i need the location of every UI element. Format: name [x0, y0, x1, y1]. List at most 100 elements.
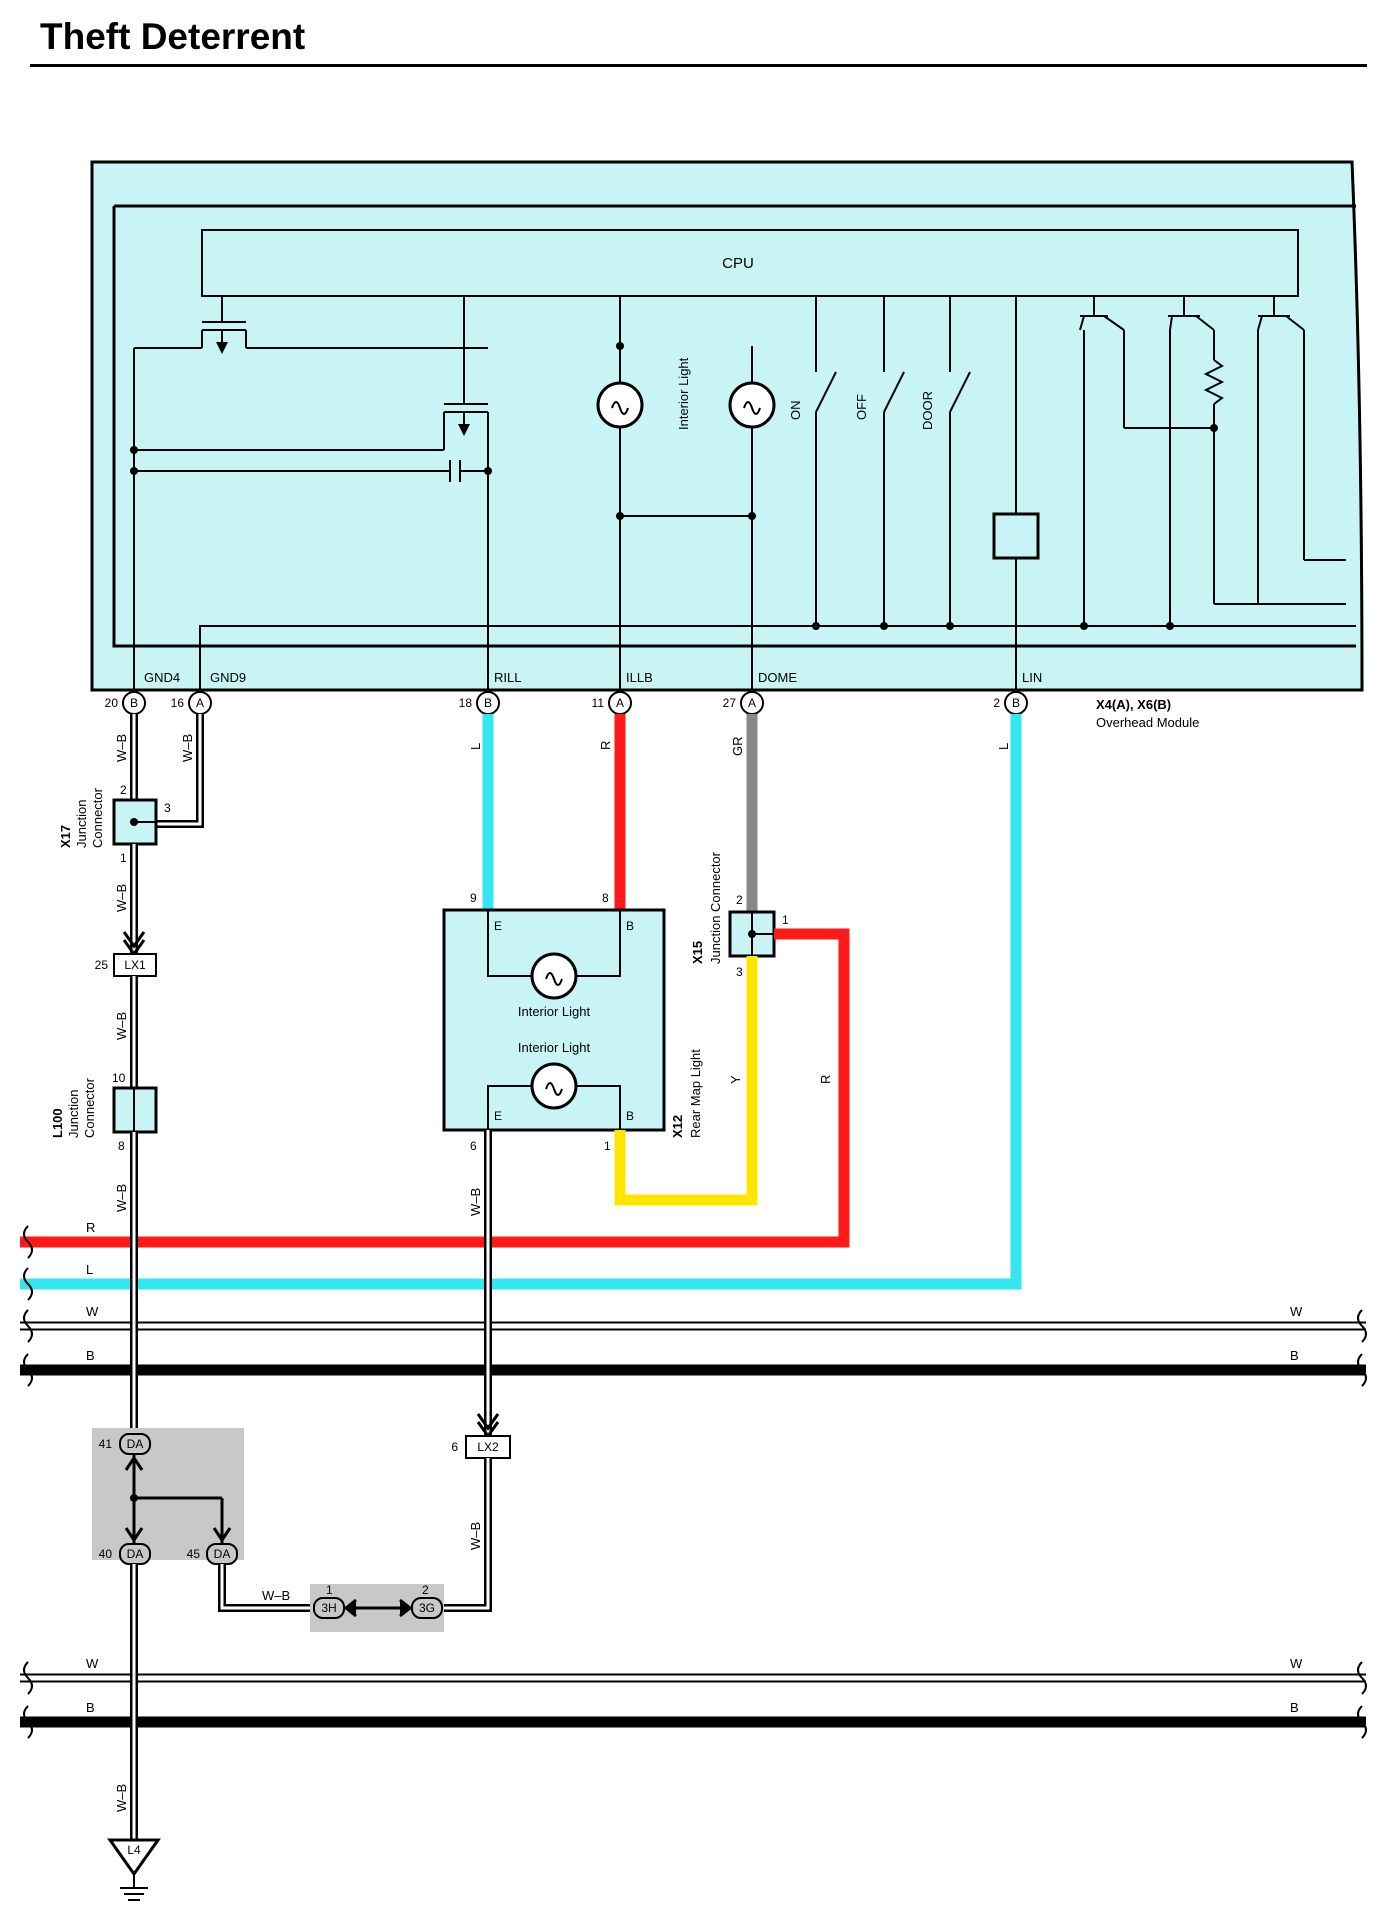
- bus-upper-w-left: W: [86, 1304, 99, 1319]
- wire-label-illb: R: [598, 741, 613, 750]
- wire-label-l100-down: W–B: [114, 1184, 129, 1212]
- wire-label-x15-red: R: [818, 1075, 833, 1084]
- l100-junction-connector: [112, 1086, 158, 1134]
- terminal-illb-name: ILLB: [626, 670, 653, 685]
- bus-lower: [20, 1661, 1367, 1739]
- svg-text:A: A: [616, 696, 624, 710]
- x12-rear-map-light: [442, 908, 666, 1132]
- terminal-gnd4-name: GND4: [144, 670, 180, 685]
- switch-off: [883, 296, 905, 626]
- wire-label-x12-e: W–B: [468, 1188, 483, 1216]
- splice-3h: 3H: [313, 1597, 345, 1619]
- wire-label-x17-down: W–B: [114, 884, 129, 912]
- gnd9-line: [199, 625, 1356, 692]
- junction-dot: [812, 622, 820, 630]
- wire-lx2-3g: [442, 1458, 492, 1612]
- wire-label-lin: L: [996, 743, 1011, 750]
- output-transistors: [1079, 296, 1346, 626]
- splice-da40: DA: [119, 1543, 151, 1565]
- cpu-label: CPU: [722, 255, 754, 272]
- bus-upper: [20, 1225, 1367, 1387]
- x15-pin-3: 3: [736, 965, 743, 979]
- switch-off-label: OFF: [854, 394, 869, 420]
- terminal-dome-name: DOME: [758, 670, 797, 685]
- switch-on: [815, 296, 837, 626]
- splice-da45-pin: 45: [187, 1547, 201, 1561]
- fet-gnd4: [134, 296, 488, 354]
- junction-dot: [946, 622, 954, 630]
- splice-da40-pin: 40: [99, 1547, 113, 1561]
- switch-door: [949, 296, 971, 626]
- x12-pin-1: 1: [604, 1139, 611, 1153]
- wire-label-rill: L: [468, 743, 483, 750]
- x15-pin-1: 1: [782, 913, 789, 927]
- bus-upper-w-right: W: [1290, 1304, 1303, 1319]
- svg-text:LX1: LX1: [124, 958, 146, 972]
- terminal-illb: A 11: [592, 691, 632, 715]
- l100-pin-bottom: 8: [118, 1139, 125, 1153]
- x12-pin-9: 9: [470, 891, 477, 905]
- x17-pin-top: 2: [120, 783, 127, 797]
- junction-dot: [616, 512, 624, 520]
- svg-text:11: 11: [592, 696, 605, 710]
- junction-dot: [1080, 622, 1088, 630]
- svg-text:18: 18: [459, 696, 473, 710]
- fet-rill: [134, 296, 489, 692]
- wire-label-dome: GR: [730, 737, 745, 757]
- title-rule: [30, 64, 1367, 67]
- wire-x15-yellow: [614, 956, 758, 1206]
- lx2-pin: 6: [451, 1440, 458, 1454]
- junction-dot: [880, 622, 888, 630]
- lx1-connector: LX1: [113, 953, 157, 977]
- x17-id: X17: [58, 825, 73, 848]
- interior-light-module-label: Interior Light: [676, 357, 691, 430]
- terminal-gnd4: B 20: [105, 691, 146, 715]
- svg-text:A: A: [748, 696, 756, 710]
- bus-lower-b-right: B: [1290, 1700, 1299, 1715]
- wire-x15-red: [20, 928, 850, 1248]
- wire-label-gnd9: W–B: [180, 734, 195, 762]
- wire-da45-3h: [218, 1564, 312, 1612]
- svg-text:DA: DA: [127, 1437, 144, 1451]
- splice-da-box: [92, 1428, 244, 1560]
- l100-line1: Junction: [66, 1090, 81, 1138]
- wire-gnd-crossing: [130, 1232, 492, 1432]
- switch-door-label: DOOR: [920, 391, 935, 430]
- wire-label-lx2-down: W–B: [468, 1522, 483, 1550]
- svg-text:B: B: [130, 696, 138, 710]
- splice-3g-pin: 2: [422, 1583, 429, 1597]
- wire-gnd9: [156, 714, 204, 828]
- module-id: X4(A), X6(B): [1096, 697, 1171, 712]
- bus-lower-w-left: W: [86, 1656, 99, 1671]
- x12-pin-8: 8: [602, 891, 609, 905]
- x17-pin-bottom: 1: [120, 851, 127, 865]
- terminal-rill-name: RILL: [494, 670, 521, 685]
- x12-term-b-bottom: B: [626, 1109, 634, 1123]
- l100-id: L100: [50, 1108, 65, 1138]
- svg-text:3G: 3G: [419, 1601, 435, 1615]
- page-title: Theft Deterrent: [40, 16, 306, 57]
- svg-text:20: 20: [105, 696, 119, 710]
- x15-name: Junction Connector: [708, 851, 723, 964]
- svg-text:L4: L4: [127, 1843, 141, 1857]
- x12-pin-6: 6: [470, 1139, 477, 1153]
- bus-lower-b-left: B: [86, 1700, 95, 1715]
- overhead-module: CPU: [90, 160, 1364, 730]
- x12-term-b-top: B: [626, 919, 634, 933]
- wire-label-x15-yellow: Y: [728, 1075, 743, 1084]
- x15-id: X15: [690, 941, 705, 964]
- terminal-rill: B 18: [459, 691, 500, 715]
- svg-text:16: 16: [171, 696, 185, 710]
- wire-label-splice-link: W–B: [262, 1588, 290, 1603]
- terminal-lin: B 2: [993, 691, 1028, 715]
- splice-da41-pin: 41: [99, 1437, 113, 1451]
- x12-name: Rear Map Light: [688, 1049, 703, 1138]
- x12-term-e-bottom: E: [494, 1109, 502, 1123]
- svg-text:B: B: [484, 696, 492, 710]
- terminal-gnd9-name: GND9: [210, 670, 246, 685]
- svg-text:27: 27: [723, 696, 737, 710]
- bulb-dome: [728, 381, 776, 429]
- lx1-pin: 25: [95, 958, 109, 972]
- svg-text:DA: DA: [127, 1547, 144, 1561]
